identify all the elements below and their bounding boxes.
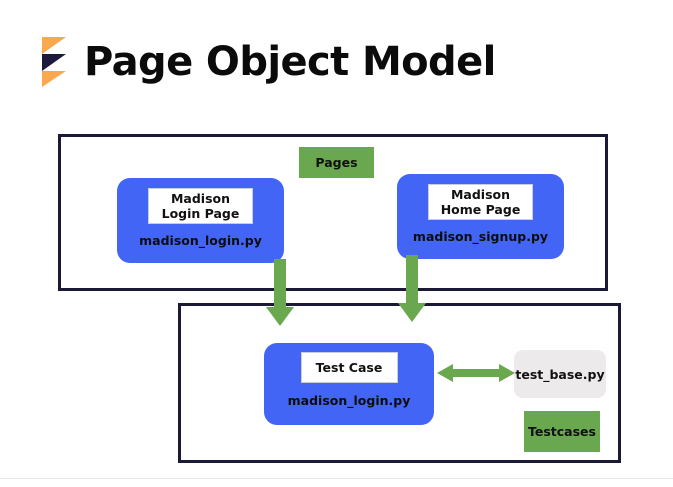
module-title-line-2: Home Page — [440, 202, 521, 217]
module-title-box: Test Case — [300, 352, 398, 383]
module-title-line-1: Test Case — [315, 359, 383, 375]
module-filename: madison_signup.py — [412, 229, 549, 244]
module-test-base[interactable]: test_base.py — [514, 350, 606, 398]
arrow-down-home-to-testcase-icon — [397, 255, 427, 323]
module-madison-login-page[interactable]: Madison Login Page madison_login.py — [117, 178, 284, 263]
module-title-line-2: Login Page — [161, 206, 240, 221]
module-madison-home-page[interactable]: Madison Home Page madison_signup.py — [397, 174, 564, 259]
title-row: Page Object Model — [40, 36, 496, 88]
module-filename: madison_login.py — [287, 393, 411, 408]
module-title-box: Madison Home Page — [428, 184, 533, 220]
module-title-box: Madison Login Page — [148, 188, 253, 224]
module-title-line-1: Madison — [450, 186, 511, 202]
page-title: Page Object Model — [84, 39, 496, 85]
arrow-down-login-to-testcase-icon — [265, 259, 295, 327]
arrow-bidirectional-testcase-to-base-icon — [437, 360, 515, 386]
zigzag-chevron-logo-icon — [40, 36, 70, 88]
pages-section-label: Pages — [299, 147, 374, 178]
slide-bottom-divider — [0, 478, 673, 479]
testcases-section-label: Testcases — [524, 411, 600, 452]
module-title-line-1: Madison — [170, 190, 231, 206]
module-test-case[interactable]: Test Case madison_login.py — [264, 343, 434, 425]
module-filename: madison_login.py — [139, 233, 262, 248]
